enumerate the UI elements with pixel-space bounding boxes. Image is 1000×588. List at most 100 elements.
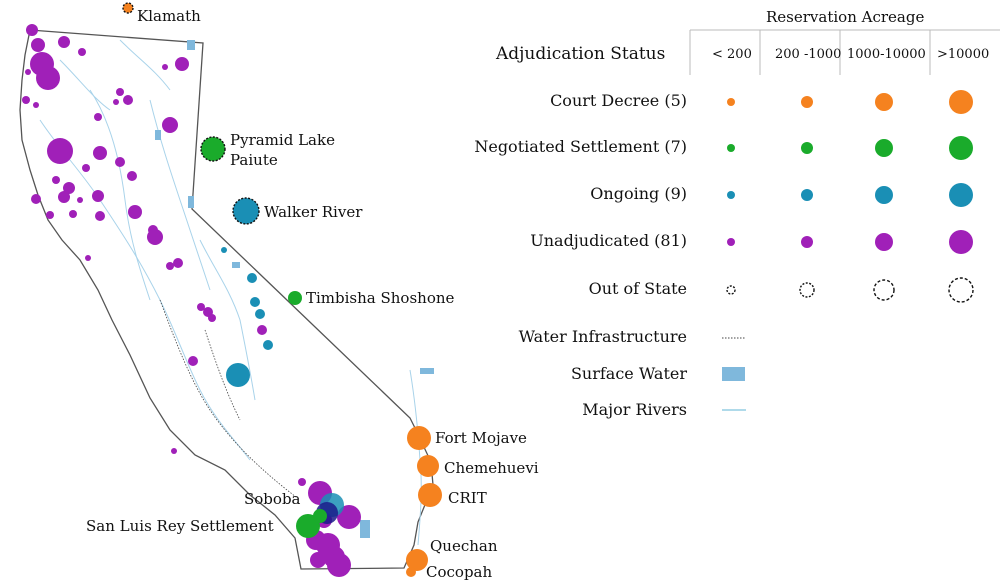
- reservation-marker[interactable]: [407, 426, 431, 450]
- lake: [232, 262, 240, 268]
- reservation-marker[interactable]: [123, 95, 133, 105]
- label-crit: CRIT: [448, 489, 487, 507]
- reservation-marker[interactable]: [122, 2, 134, 14]
- legend-swatch: [949, 183, 973, 207]
- label-cocopah: Cocopah: [426, 563, 492, 581]
- lake: [155, 130, 161, 140]
- reservation-marker[interactable]: [63, 182, 75, 194]
- legend-row-out-of-state: Out of State: [588, 279, 687, 298]
- reservation-marker[interactable]: [406, 567, 416, 577]
- reservation-marker[interactable]: [162, 64, 168, 70]
- reservation-marker[interactable]: [418, 483, 442, 507]
- reservation-marker[interactable]: [58, 36, 70, 48]
- reservation-marker[interactable]: [200, 136, 226, 162]
- legend-swatch: [949, 230, 973, 254]
- reservation-marker[interactable]: [417, 455, 439, 477]
- reservation-marker[interactable]: [175, 57, 189, 71]
- reservation-marker[interactable]: [22, 96, 30, 104]
- reservation-marker[interactable]: [263, 340, 273, 350]
- reservation-marker[interactable]: [77, 197, 83, 203]
- legend-swatch: [949, 90, 973, 114]
- reservation-marker[interactable]: [94, 113, 102, 121]
- reservation-marker[interactable]: [247, 273, 257, 283]
- legend-swatch: [875, 139, 893, 157]
- reservation-marker[interactable]: [327, 553, 351, 577]
- reservation-marker[interactable]: [197, 303, 205, 311]
- label-fort-mojave: Fort Mojave: [435, 429, 527, 447]
- legend-swatch: [801, 96, 813, 108]
- reservation-marker[interactable]: [221, 247, 227, 253]
- legend-swatch: [801, 189, 813, 201]
- reservation-marker[interactable]: [147, 229, 163, 245]
- reservation-marker[interactable]: [52, 176, 60, 184]
- reservation-marker[interactable]: [26, 24, 38, 36]
- reservation-marker[interactable]: [58, 191, 70, 203]
- reservation-marker[interactable]: [116, 88, 124, 96]
- reservation-marker[interactable]: [208, 314, 216, 322]
- legend-swatch: [875, 186, 893, 204]
- reservation-marker[interactable]: [337, 505, 361, 529]
- reservation-marker[interactable]: [82, 164, 90, 172]
- reservation-marker[interactable]: [93, 146, 107, 160]
- label-chemehuevi: Chemehuevi: [444, 459, 539, 477]
- reservation-marker[interactable]: [257, 325, 267, 335]
- reservation-marker[interactable]: [36, 66, 60, 90]
- reservation-marker[interactable]: [288, 291, 302, 305]
- legend-swatch: [949, 136, 973, 160]
- legend-row-negotiated: Negotiated Settlement (7): [474, 137, 687, 156]
- reservation-marker[interactable]: [296, 514, 320, 538]
- reservation-marker[interactable]: [128, 205, 142, 219]
- legend-surface-water: Surface Water: [570, 364, 687, 383]
- reservation-marker[interactable]: [31, 38, 45, 52]
- reservation-marker[interactable]: [166, 262, 174, 270]
- legend-swatch: [727, 98, 735, 106]
- label-pyramid-paiute: Paiute: [230, 151, 278, 169]
- reservation-marker[interactable]: [113, 99, 119, 105]
- canal: [204, 329, 241, 421]
- reservation-marker[interactable]: [226, 363, 250, 387]
- water-infrastructure: [159, 299, 301, 501]
- ongoing-markers: [221, 247, 344, 517]
- reservation-marker[interactable]: [127, 171, 137, 181]
- legend-swatch: [727, 238, 735, 246]
- reservation-marker[interactable]: [95, 211, 105, 221]
- reservation-marker[interactable]: [85, 255, 91, 261]
- label-san-luis-rey: San Luis Rey Settlement: [86, 517, 274, 535]
- reservation-marker[interactable]: [173, 258, 183, 268]
- reservation-marker[interactable]: [46, 211, 54, 219]
- legend-row-ongoing: Ongoing (9): [590, 184, 687, 203]
- legend-major-rivers: Major Rivers: [582, 400, 687, 419]
- legend-col-4: >10000: [937, 47, 990, 62]
- reservation-marker[interactable]: [406, 549, 428, 571]
- river: [159, 299, 251, 461]
- reservation-marker[interactable]: [115, 157, 125, 167]
- reservation-marker[interactable]: [298, 478, 306, 486]
- legend-graphics: [689, 29, 1000, 411]
- legend-swatch: [875, 93, 893, 111]
- reservation-marker[interactable]: [313, 509, 327, 523]
- legend-swatch: [948, 277, 974, 303]
- reservation-marker[interactable]: [255, 309, 265, 319]
- reservation-marker[interactable]: [92, 190, 104, 202]
- reservation-marker[interactable]: [25, 69, 31, 75]
- legend-col-2: 200 -1000: [775, 47, 842, 62]
- reservation-marker[interactable]: [78, 48, 86, 56]
- legend-acreage-title: Reservation Acreage: [766, 8, 925, 26]
- reservation-marker[interactable]: [69, 210, 77, 218]
- reservation-marker[interactable]: [171, 448, 177, 454]
- river: [59, 59, 111, 111]
- reservation-marker[interactable]: [250, 297, 260, 307]
- legend-status-title: Adjudication Status: [496, 44, 666, 64]
- river: [199, 239, 256, 401]
- reservation-marker[interactable]: [47, 138, 73, 164]
- reservation-marker[interactable]: [33, 102, 39, 108]
- reservation-marker[interactable]: [188, 356, 198, 366]
- label-quechan: Quechan: [430, 537, 498, 555]
- reservation-marker[interactable]: [310, 552, 326, 568]
- reservation-marker[interactable]: [162, 117, 178, 133]
- reservation-marker[interactable]: [232, 197, 260, 225]
- lake: [187, 40, 195, 50]
- reservation-marker[interactable]: [31, 194, 41, 204]
- legend-swatch: [873, 279, 895, 301]
